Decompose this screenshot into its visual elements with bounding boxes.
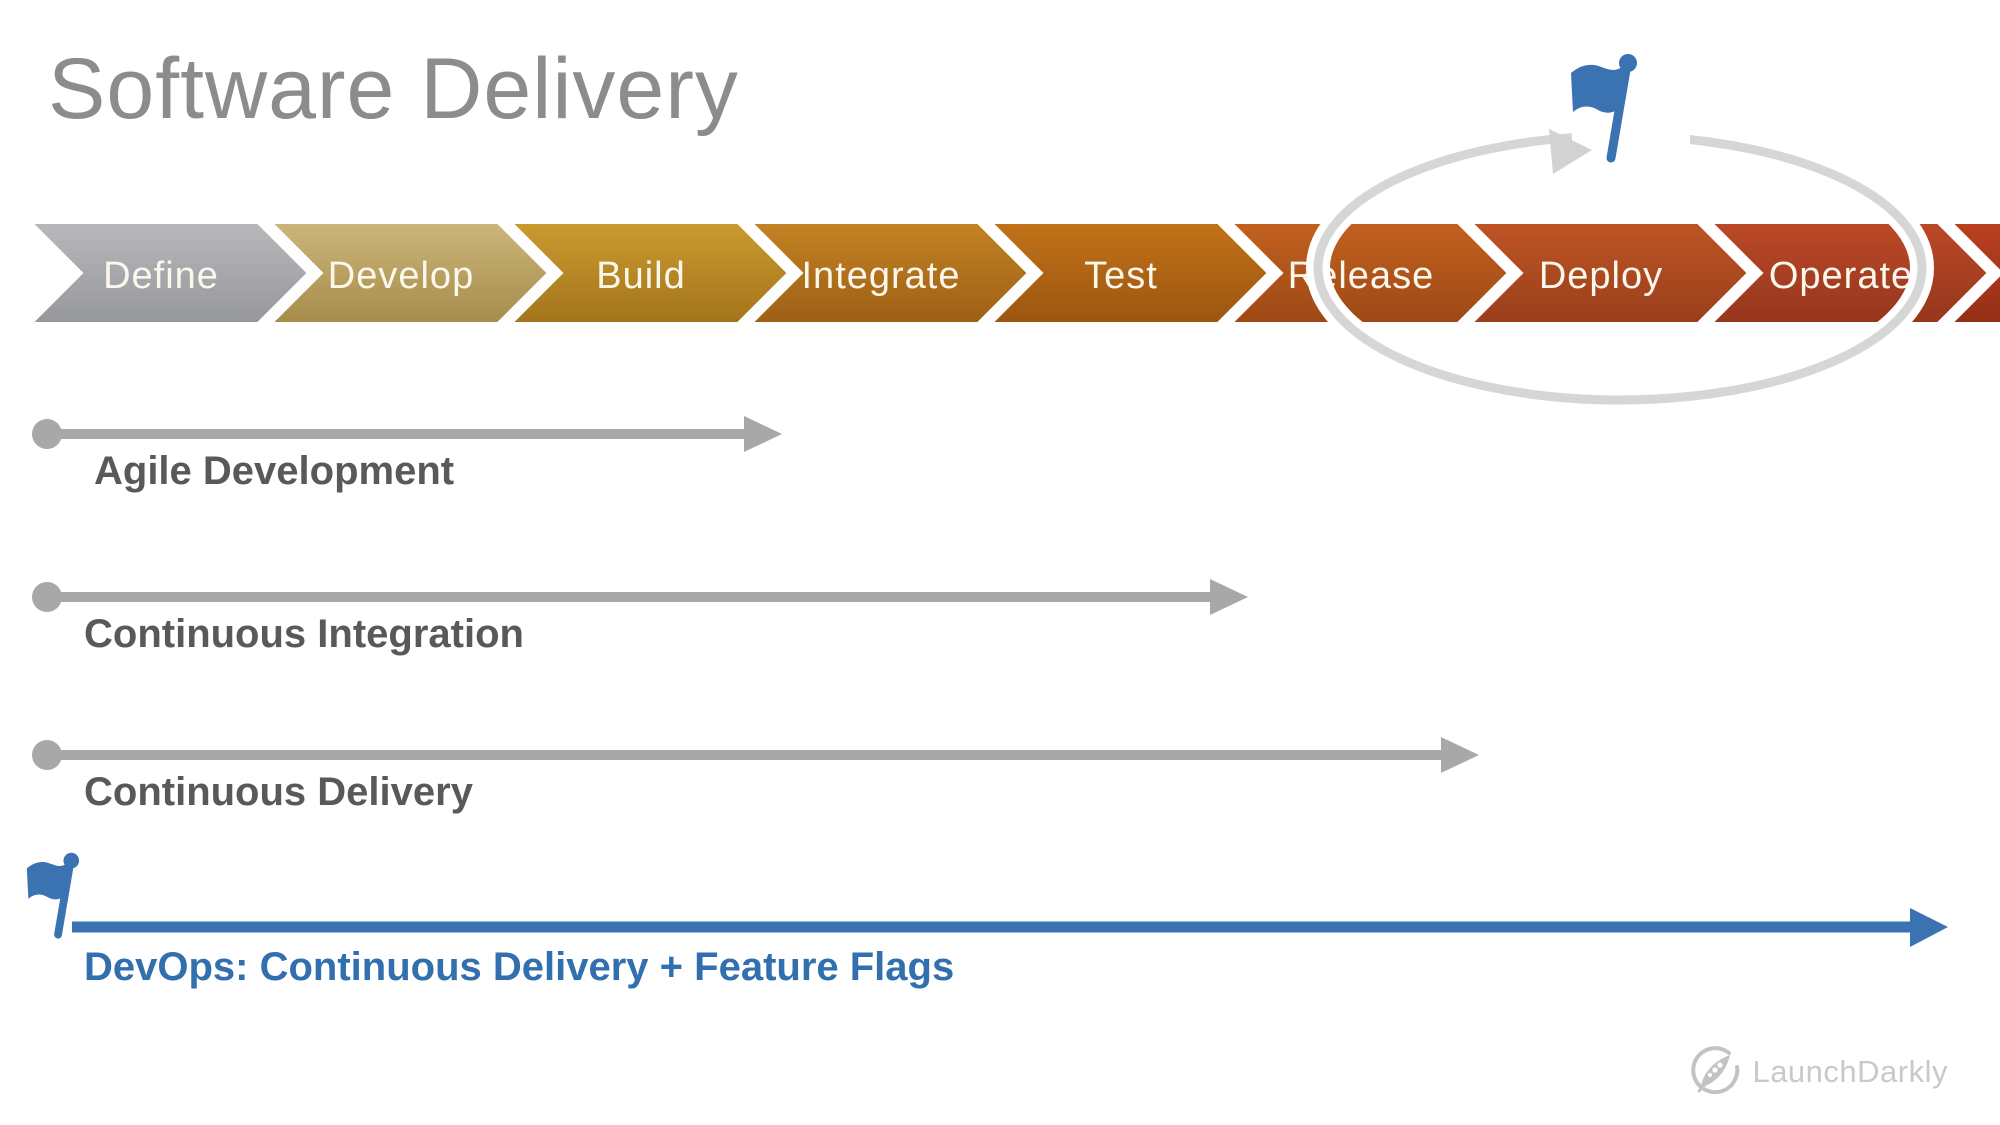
arrowhead-icon [1441,737,1479,773]
chevron-stage-next [1925,212,2000,334]
chevron-band [5,212,2000,334]
arrowhead-icon [1910,908,1948,947]
timeline-label-cd: Continuous Delivery [84,770,473,814]
timeline-label-ci: Continuous Integration [84,612,524,656]
launchdarkly-logo: LaunchDarkly [1688,1045,1948,1099]
timeline-agile [32,416,782,452]
stage-label: Deploy [1539,255,1663,297]
timeline-label-devops: DevOps: Continuous Delivery + Feature Fl… [84,945,955,989]
feature-flag-icon-top [1571,54,1637,163]
release-loop-arrow [1306,112,1934,412]
stage-label: Define [103,255,219,297]
arrowhead-icon [1210,579,1248,615]
loop-gap [1572,112,1690,178]
stage-label: Operate [1769,255,1913,297]
launchdarkly-wordmark: LaunchDarkly [1752,1054,1948,1089]
timeline-label-agile: Agile Development [94,449,455,493]
arrowhead-icon [744,416,782,452]
timeline-devops [72,908,1948,947]
page-title: Software Delivery [48,41,739,137]
loop-arrowhead-icon [1549,129,1592,174]
rocket-icon [1691,1046,1740,1095]
stage-label: Test [1084,255,1158,297]
timeline-cd [32,737,1479,773]
feature-flag-icon-bottom [26,852,80,939]
stage-label: Develop [328,255,474,297]
stage-label: Build [596,255,686,297]
stage-label: Integrate [802,255,961,297]
timeline-ci [32,579,1248,615]
